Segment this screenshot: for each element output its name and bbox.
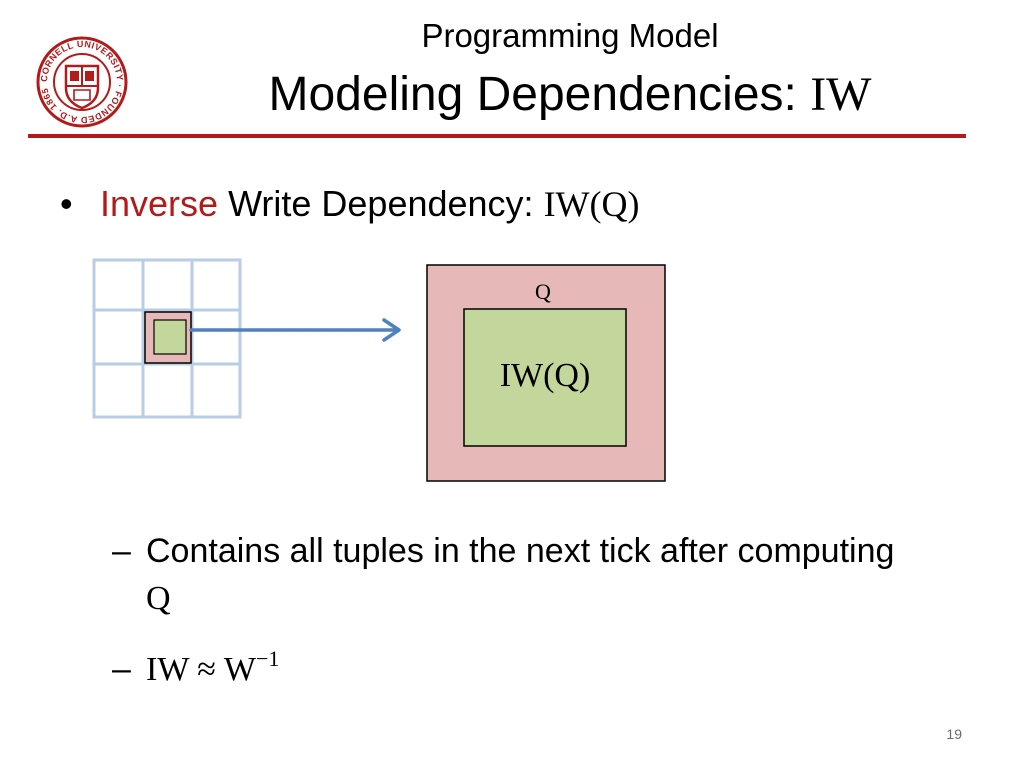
slide-title: Modeling Dependencies: IW bbox=[190, 66, 950, 124]
cell-grid bbox=[92, 258, 242, 419]
arrow bbox=[189, 318, 401, 342]
bullet-text: Write Dependency: bbox=[218, 183, 544, 224]
shield-icon bbox=[64, 64, 100, 110]
sub-bullet-1: –Contains all tuples in the next tick af… bbox=[112, 530, 894, 572]
region-iw-q-label: IW(Q) bbox=[500, 357, 591, 394]
bullet-marker: • bbox=[60, 183, 73, 224]
region-q-label: Q bbox=[535, 279, 551, 304]
sub-bullet-dash: – bbox=[112, 650, 131, 688]
region-iw-q bbox=[463, 308, 627, 447]
grid-cell-inner bbox=[153, 319, 187, 355]
header-rule bbox=[28, 134, 966, 138]
sub-bullet-2-math: IW ≈ W bbox=[146, 651, 256, 688]
main-bullet: • Inverse Write Dependency: IW(Q) bbox=[60, 180, 640, 228]
bullet-accent-word: Inverse bbox=[100, 183, 219, 224]
sub-bullet-1-continuation: Q bbox=[146, 580, 171, 617]
sub-bullet-2: –IW ≈ W−1 bbox=[112, 638, 279, 691]
slide-subtitle: Programming Model bbox=[421, 17, 719, 54]
sub-bullet-dash: – bbox=[112, 532, 131, 570]
page-number: 19 bbox=[946, 726, 962, 742]
sub-bullet-2-superscript: −1 bbox=[255, 646, 280, 671]
cornell-logo: CORNELL UNIVERSITY · FOUNDED A.D. 1865 bbox=[36, 36, 128, 128]
sub-bullet-1-text: Contains all tuples in the next tick aft… bbox=[146, 532, 895, 570]
title-text: Modeling Dependencies: bbox=[268, 68, 811, 121]
bullet-math: IW(Q) bbox=[543, 184, 640, 224]
title-math: IW bbox=[810, 68, 872, 121]
